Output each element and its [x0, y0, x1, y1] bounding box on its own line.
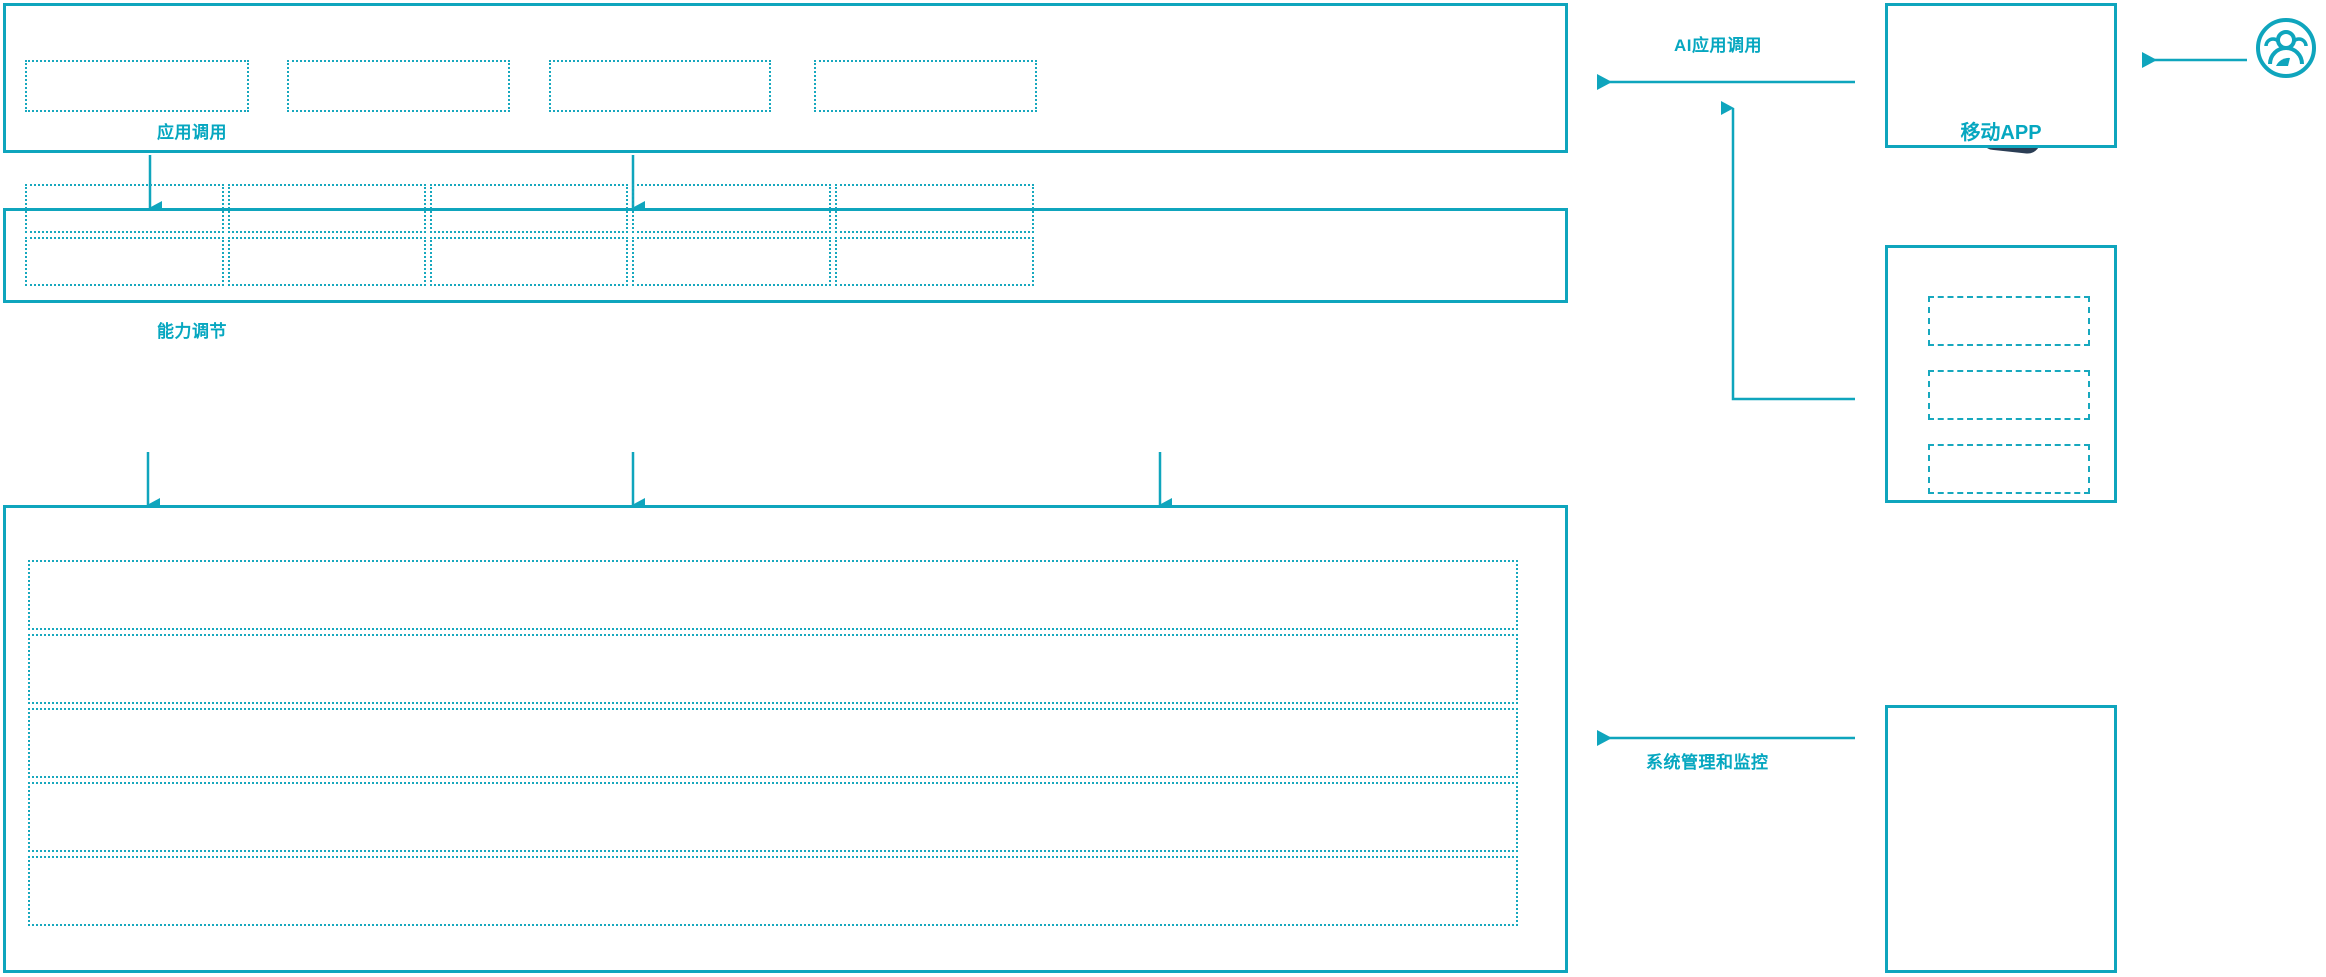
capability-layer-cell[interactable]	[835, 184, 1034, 233]
capability-layer-cell[interactable]	[835, 237, 1034, 286]
platform-layer-row[interactable]	[28, 708, 1518, 778]
platform-layer-row[interactable]	[28, 560, 1518, 630]
application-layer-cell[interactable]	[287, 60, 510, 112]
capability-layer-cell[interactable]	[430, 237, 628, 286]
platform-layer-row[interactable]	[28, 634, 1518, 704]
platform-layer-row[interactable]	[28, 856, 1518, 926]
platform-layer[interactable]	[3, 505, 1568, 973]
connector-label-ai-app-call: AI应用调用	[1674, 36, 1762, 55]
channel-panel-cell[interactable]	[1928, 296, 2090, 346]
mobile-app-panel[interactable]: 移动APP	[1885, 3, 2117, 148]
capability-layer-cell[interactable]	[632, 184, 831, 233]
capability-layer-cell[interactable]	[632, 237, 831, 286]
user-group-icon	[2256, 18, 2316, 78]
channel-panel-cell[interactable]	[1928, 444, 2090, 494]
connector-label-capability-adjust: 能力调节	[157, 322, 227, 341]
platform-layer-row[interactable]	[28, 782, 1518, 852]
connector-label-app-call: 应用调用	[157, 123, 227, 142]
capability-layer[interactable]	[3, 184, 1568, 303]
channel-panel[interactable]	[1885, 245, 2117, 503]
capability-layer-cell[interactable]	[228, 184, 426, 233]
capability-layer-cell[interactable]	[430, 184, 628, 233]
connector-label-system-manage: 系统管理和监控	[1646, 753, 1769, 772]
arrow-channel-uplink	[1721, 101, 1855, 401]
capability-layer-cell[interactable]	[25, 184, 224, 233]
mobile-app-caption: 移动APP	[1960, 122, 2042, 144]
channel-panel-cell[interactable]	[1928, 370, 2090, 420]
application-layer-cell[interactable]	[25, 60, 249, 112]
capability-layer-cell[interactable]	[228, 237, 426, 286]
application-layer-cell[interactable]	[814, 60, 1037, 112]
capability-layer-cell[interactable]	[25, 237, 224, 286]
operations-panel[interactable]	[1885, 705, 2117, 973]
application-layer[interactable]	[3, 3, 1568, 153]
application-layer-cell[interactable]	[549, 60, 771, 112]
